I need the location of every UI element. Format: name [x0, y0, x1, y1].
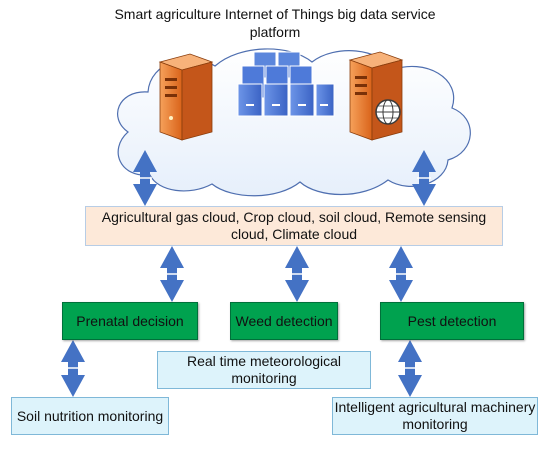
diagram-title: Smart agriculture Internet of Things big… — [114, 6, 436, 40]
arrow-cloud-left — [133, 150, 157, 206]
cloud-layer-box: Agricultural gas cloud, Crop cloud, soil… — [85, 206, 503, 246]
soil-nutrition-box: Soil nutrition monitoring — [11, 397, 169, 435]
arrow-cloudbox-weed — [285, 246, 309, 302]
pest-detection-box: Pest detection — [380, 302, 524, 340]
server-orange-left-icon — [158, 53, 214, 141]
meteorological-monitoring-box: Real time meteorological monitoring — [157, 351, 371, 389]
server-orange-right-icon — [348, 51, 404, 141]
arrow-cloudbox-prenatal — [160, 246, 184, 302]
arrow-cloudbox-pest — [389, 246, 413, 302]
arrow-cloud-right — [412, 150, 436, 206]
prenatal-decision-box: Prenatal decision — [62, 302, 198, 340]
server-cluster-icon — [237, 51, 335, 117]
arrow-prenatal-soil — [61, 340, 85, 397]
machinery-monitoring-box: Intelligent agricultural machinery monit… — [332, 397, 538, 435]
globe-icon — [375, 99, 401, 125]
arrow-pest-machinery — [398, 340, 422, 397]
weed-detection-box: Weed detection — [230, 302, 338, 340]
